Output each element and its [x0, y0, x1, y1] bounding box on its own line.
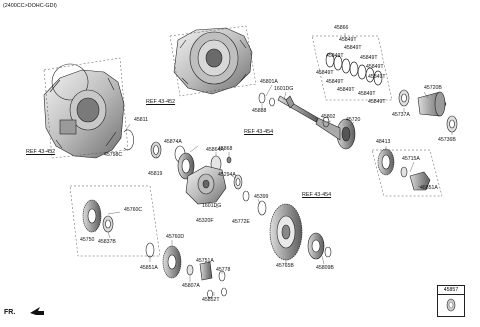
- part-label-45320f[interactable]: 45320F: [196, 218, 214, 224]
- part-label-45811[interactable]: 45811: [134, 117, 149, 123]
- part-label-45737a[interactable]: 45737A: [392, 112, 410, 118]
- part-label-45849t[interactable]: 45849T: [339, 37, 357, 43]
- oil-pump-body: [185, 165, 267, 216]
- part-label-45874a[interactable]: 45874A: [164, 139, 182, 145]
- seal-ring-pack: [311, 35, 393, 101]
- part-label-45851a-right[interactable]: 45851A: [420, 185, 438, 191]
- part-label-45849t[interactable]: 45849T: [358, 91, 376, 97]
- part-label-45851a-left[interactable]: 45851A: [140, 265, 158, 271]
- part-label-45849t[interactable]: 45849T: [326, 53, 344, 59]
- part-label-45849t[interactable]: 45849T: [368, 99, 386, 105]
- ref-link-43-452-b[interactable]: REF 43-452: [26, 149, 56, 155]
- part-label-45720[interactable]: 45720: [346, 117, 361, 123]
- output-shaft-assembly: [277, 95, 356, 150]
- part-label-45801a[interactable]: 45801A: [260, 79, 278, 85]
- housing-dash-frame: [169, 25, 257, 97]
- differential-parts-right: [398, 89, 458, 133]
- ring-gear-large: [269, 203, 332, 261]
- part-label-45750[interactable]: 45750: [80, 237, 95, 243]
- part-label-45798c[interactable]: 45798C: [104, 152, 123, 158]
- part-label-45720b[interactable]: 45720B: [424, 85, 442, 91]
- part-label-45849t[interactable]: 45849T: [316, 70, 334, 76]
- part-label-45849t[interactable]: 45849T: [344, 45, 362, 51]
- part-label-45736b[interactable]: 45736B: [438, 137, 456, 143]
- transmission-housing-upper: [173, 27, 253, 95]
- part-label-45751a[interactable]: 45751A: [196, 258, 214, 264]
- gear-group-lower: [145, 242, 227, 299]
- part-label-45852t[interactable]: 45852T: [202, 297, 220, 303]
- part-label-1601dg-lower[interactable]: 1601DG: [202, 203, 222, 209]
- transmission-case-left: [43, 63, 125, 159]
- part-label-45819[interactable]: 45819: [148, 171, 163, 177]
- part-label-45857: 45857: [438, 286, 464, 295]
- variant-header: (2400CC>DOHC-GDI): [3, 3, 57, 9]
- part-label-45849t[interactable]: 45849T: [368, 74, 386, 80]
- part-label-45772e[interactable]: 45772E: [232, 219, 250, 225]
- plug-icon: [446, 298, 456, 312]
- front-direction-label: FR.: [4, 309, 16, 316]
- part-label-45888[interactable]: 45888: [252, 108, 267, 114]
- leader-lines: [93, 33, 453, 296]
- part-label-45849t[interactable]: 45849T: [337, 87, 355, 93]
- part-label-45778[interactable]: 45778: [216, 267, 231, 273]
- part-label-45802[interactable]: 45802: [321, 114, 336, 120]
- small-rings-upper: [258, 92, 330, 128]
- part-label-45760d[interactable]: 45760D: [166, 234, 185, 240]
- front-arrow-icon: [30, 307, 44, 315]
- part-label-45294a[interactable]: 45294A: [218, 172, 236, 178]
- idler-gear-group: [371, 148, 443, 197]
- part-label-45849t[interactable]: 45849T: [366, 64, 384, 70]
- part-label-45864a[interactable]: 45864A: [206, 147, 224, 153]
- part-label-45760c[interactable]: 45760C: [124, 207, 143, 213]
- part-label-45809b[interactable]: 45809B: [316, 265, 334, 271]
- part-label-45399[interactable]: 45399: [254, 194, 269, 200]
- part-box-45857[interactable]: 45857: [437, 285, 465, 317]
- part-label-45849t[interactable]: 45849T: [360, 55, 378, 61]
- part-label-45849t[interactable]: 45849T: [326, 79, 344, 85]
- ref-link-43-454-a[interactable]: REF 43-454: [244, 129, 274, 135]
- part-label-1601dg-upper[interactable]: 1601DG: [274, 86, 294, 92]
- ref-link-43-452-a[interactable]: REF 43-452: [146, 99, 176, 105]
- part-label-45866[interactable]: 45866: [334, 25, 349, 31]
- part-label-45868[interactable]: 45868: [218, 146, 233, 152]
- part-label-45807a[interactable]: 45807A: [182, 283, 200, 289]
- part-label-45765b[interactable]: 45765B: [276, 263, 294, 269]
- part-label-45837b[interactable]: 45837B: [98, 239, 116, 245]
- part-label-48413[interactable]: 48413: [376, 139, 391, 145]
- part-label-45715a[interactable]: 45715A: [402, 156, 420, 162]
- bearing-group-middle: [123, 129, 232, 180]
- ref-link-43-454-b[interactable]: REF 43-454: [302, 192, 332, 198]
- gear-stack-lower-left: [69, 185, 161, 257]
